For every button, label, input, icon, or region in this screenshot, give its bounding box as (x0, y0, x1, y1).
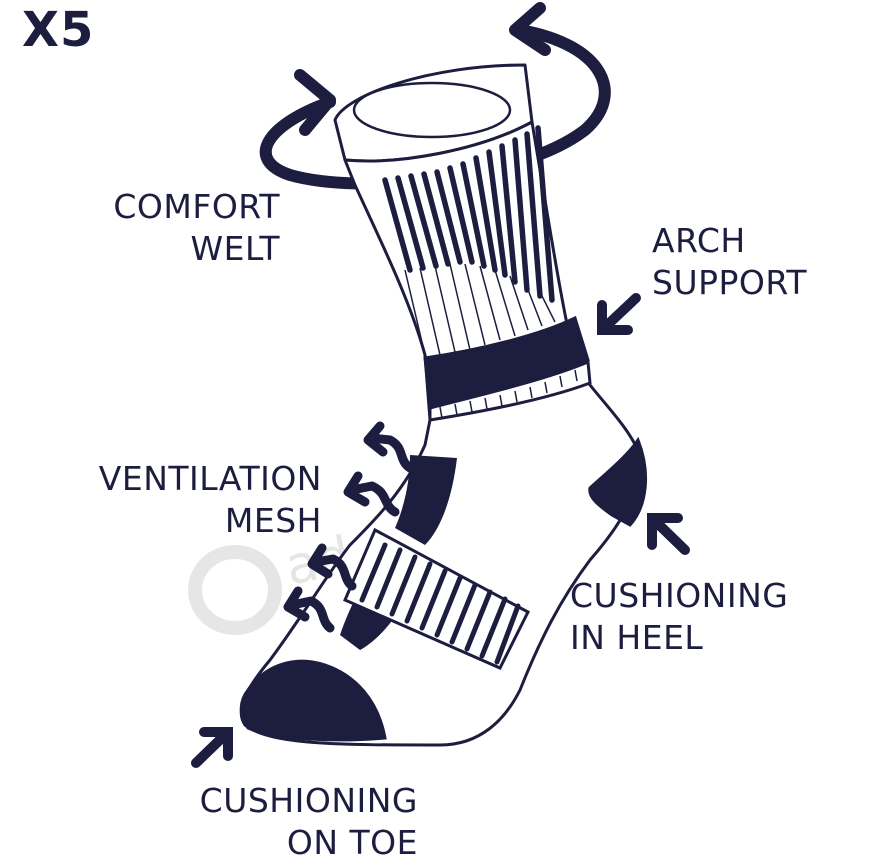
label-ventilation-mesh-line2: MESH (224, 501, 322, 540)
heel-patch (588, 436, 648, 527)
rib-lines (404, 263, 556, 356)
pointer-arrow-icon (191, 293, 690, 768)
airflow-arrow-icon (283, 421, 415, 633)
label-cushioning-heel: CUSHIONING IN HEEL (570, 575, 788, 659)
label-cushioning-heel-line2: IN HEEL (570, 618, 704, 657)
label-cushioning-toe: CUSHIONING ON TOE (170, 780, 418, 864)
leg-stripes (382, 125, 555, 303)
toe-patch (239, 659, 387, 742)
label-cushioning-heel-line1: CUSHIONING (570, 576, 789, 615)
ankle-band (423, 315, 592, 422)
quantity-badge: X5 (22, 2, 95, 58)
label-comfort-welt-line2: WELT (190, 229, 280, 268)
label-ventilation-mesh-line1: VENTILATION (98, 459, 322, 498)
ankle-band-ticks (439, 369, 578, 419)
arch-band (343, 527, 530, 670)
label-arch-support: ARCH SUPPORT (652, 220, 807, 304)
label-cushioning-toe-line2: ON TOE (286, 823, 418, 862)
label-comfort-welt-line1: COMFORT (113, 187, 280, 226)
label-cushioning-toe-line1: CUSHIONING (199, 781, 418, 820)
label-comfort-welt: COMFORT WELT (95, 186, 280, 270)
label-arch-support-line2: SUPPORT (652, 263, 808, 302)
mesh-panel (395, 455, 457, 545)
label-ventilation-mesh: VENTILATION MESH (60, 458, 322, 542)
label-arch-support-line1: ARCH (652, 221, 746, 260)
